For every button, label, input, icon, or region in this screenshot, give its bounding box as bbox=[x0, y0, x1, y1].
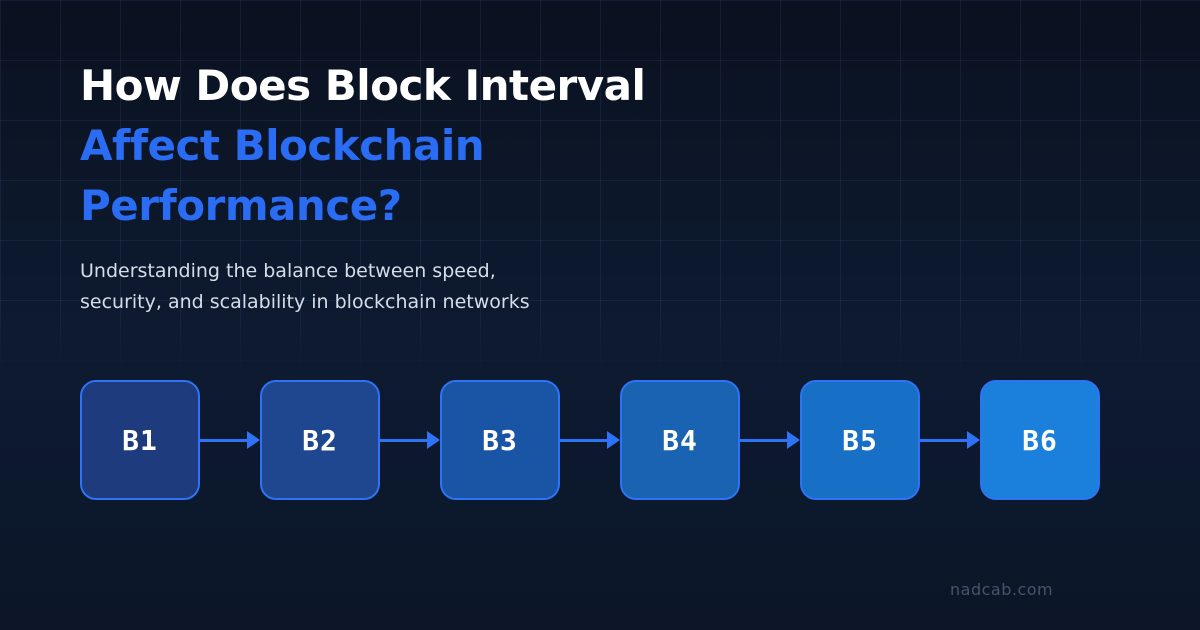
arrow-line bbox=[199, 438, 252, 442]
title-line-1: How Does Block Interval bbox=[80, 61, 646, 110]
arrow-line bbox=[739, 438, 792, 442]
block-b3: B3 bbox=[440, 380, 560, 500]
block-b3-label: B3 bbox=[482, 423, 518, 457]
title-line-3: Performance? bbox=[80, 181, 402, 230]
arrow-line bbox=[379, 438, 432, 442]
block-b2-label: B2 bbox=[302, 423, 338, 457]
arrow-head bbox=[427, 431, 440, 449]
block-b5-label: B5 bbox=[842, 423, 878, 457]
arrow-right-icon bbox=[739, 380, 800, 500]
arrow-right-icon bbox=[559, 380, 620, 500]
arrow-right-icon bbox=[379, 380, 440, 500]
arrow-head bbox=[967, 431, 980, 449]
arrow-right-icon bbox=[199, 380, 260, 500]
subtitle-line-1: Understanding the balance between speed, bbox=[80, 260, 496, 282]
arrow-line bbox=[919, 438, 972, 442]
arrow-line bbox=[559, 438, 612, 442]
title-line-2: Affect Blockchain bbox=[80, 121, 485, 170]
arrow-head bbox=[247, 431, 260, 449]
block-b4: B4 bbox=[620, 380, 740, 500]
block-b5: B5 bbox=[800, 380, 920, 500]
arrow-head bbox=[787, 431, 800, 449]
subtitle-line-2: security, and scalability in blockchain … bbox=[80, 291, 530, 313]
subtitle: Understanding the balance between speed,… bbox=[80, 256, 530, 318]
block-b1: B1 bbox=[80, 380, 200, 500]
arrow-head bbox=[607, 431, 620, 449]
watermark: nadcab.com bbox=[950, 580, 1054, 599]
block-b6-label: B6 bbox=[1022, 423, 1058, 457]
block-b2: B2 bbox=[260, 380, 380, 500]
arrow-right-icon bbox=[919, 380, 980, 500]
block-b1-label: B1 bbox=[122, 423, 158, 457]
block-b4-label: B4 bbox=[662, 423, 698, 457]
page-title: How Does Block Interval Affect Blockchai… bbox=[80, 56, 646, 236]
block-b6: B6 bbox=[980, 380, 1100, 500]
block-chain-diagram: B1 B2 B3 B4 B5 bbox=[80, 380, 1100, 500]
